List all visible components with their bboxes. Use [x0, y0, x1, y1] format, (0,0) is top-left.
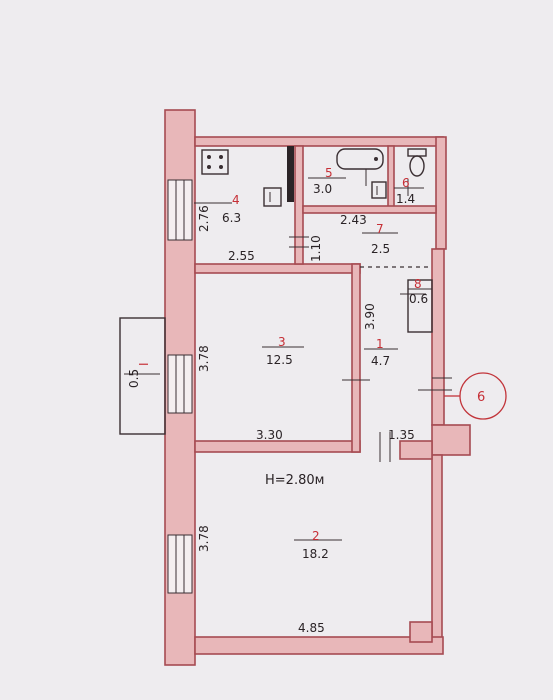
room-7: 7 2.5: [371, 222, 390, 256]
wall-kitchen-room3: [194, 263, 361, 274]
pillar: [409, 621, 433, 643]
room-area: 3.0: [313, 182, 332, 196]
fixtures: [201, 148, 427, 207]
kitchen-sink-icon: [263, 187, 282, 207]
right-middle-wall: [431, 248, 445, 426]
room-4: 4 6.3: [222, 193, 241, 225]
doors: [289, 169, 452, 462]
wall-kitchen-bath: [294, 145, 304, 265]
ceiling-height-label: H=2.80м: [265, 473, 324, 488]
balcony-area: 0.5: [127, 369, 141, 388]
right-notch-wall: [431, 424, 471, 456]
room-area: 2.5: [371, 242, 390, 256]
room-number: 5: [325, 166, 333, 180]
room-area: 12.5: [266, 353, 293, 367]
window-room2: [167, 534, 193, 594]
windows: [167, 179, 193, 594]
window-kitchen: [167, 179, 193, 241]
bathtub-icon: [336, 148, 384, 170]
dim-kitchen-width: 2.55: [228, 249, 255, 263]
stove-icon: [201, 149, 229, 175]
dim-corridor-small: 1.10: [309, 235, 323, 262]
area-underlines: [124, 177, 432, 541]
top-wall: [194, 136, 444, 147]
room-area: 4.7: [371, 354, 390, 368]
room-3: 3 12.5: [266, 335, 293, 367]
room-area: 1.4: [396, 192, 415, 206]
wall-room3-hall: [351, 263, 361, 453]
room-number: 8: [414, 277, 422, 291]
section-marker: 6: [444, 372, 507, 420]
storage-closet: [407, 279, 433, 333]
room-2: 2 18.2: [302, 529, 329, 561]
dim-bath-width: 2.43: [340, 213, 367, 227]
room-area: 0.6: [409, 292, 428, 306]
toilet-icon: [407, 148, 427, 177]
room-1: 1 4.7: [371, 337, 390, 368]
dim-hall-height: 3.90: [363, 303, 377, 330]
dim-room3-height: 3.78: [197, 345, 211, 372]
bottom-wall: [194, 636, 444, 655]
room-area: 6.3: [222, 211, 241, 225]
wall-bath-wc: [387, 145, 395, 209]
right-lower-wall: [431, 454, 443, 646]
room-number: 4: [232, 193, 240, 207]
balcony-number: I: [137, 362, 151, 366]
room-8: 8 0.6: [409, 277, 428, 306]
room-number: 7: [376, 222, 384, 236]
dim-room2-width: 4.85: [298, 621, 325, 635]
room-number: 2: [312, 529, 320, 543]
room-number: 1: [376, 337, 384, 351]
window-room3: [167, 354, 193, 414]
ventilation-shaft: [287, 146, 294, 202]
dimensions: 2.76 2.55 2.43 1.10 3.90 3.78 3.30 1.35 …: [197, 205, 415, 635]
dim-room2-height: 3.78: [197, 525, 211, 552]
room-number: 3: [278, 335, 286, 349]
wall-room3-room2: [194, 440, 361, 453]
room-number: 6: [402, 176, 410, 190]
room-area: 18.2: [302, 547, 329, 561]
wall-bath-corridor: [302, 205, 437, 214]
dim-hall-width: 1.35: [388, 428, 415, 442]
wall-hall-bottom: [399, 440, 433, 460]
dim-room3-width: 3.30: [256, 428, 283, 442]
balcony-outline: [119, 317, 166, 435]
marker-label: 6: [477, 390, 485, 405]
dim-kitchen-height: 2.76: [197, 205, 211, 232]
room-5: 5 3.0: [313, 166, 333, 196]
room-6: 6 1.4: [396, 176, 415, 206]
right-upper-wall: [435, 136, 447, 250]
bath-sink-icon: [371, 181, 387, 199]
